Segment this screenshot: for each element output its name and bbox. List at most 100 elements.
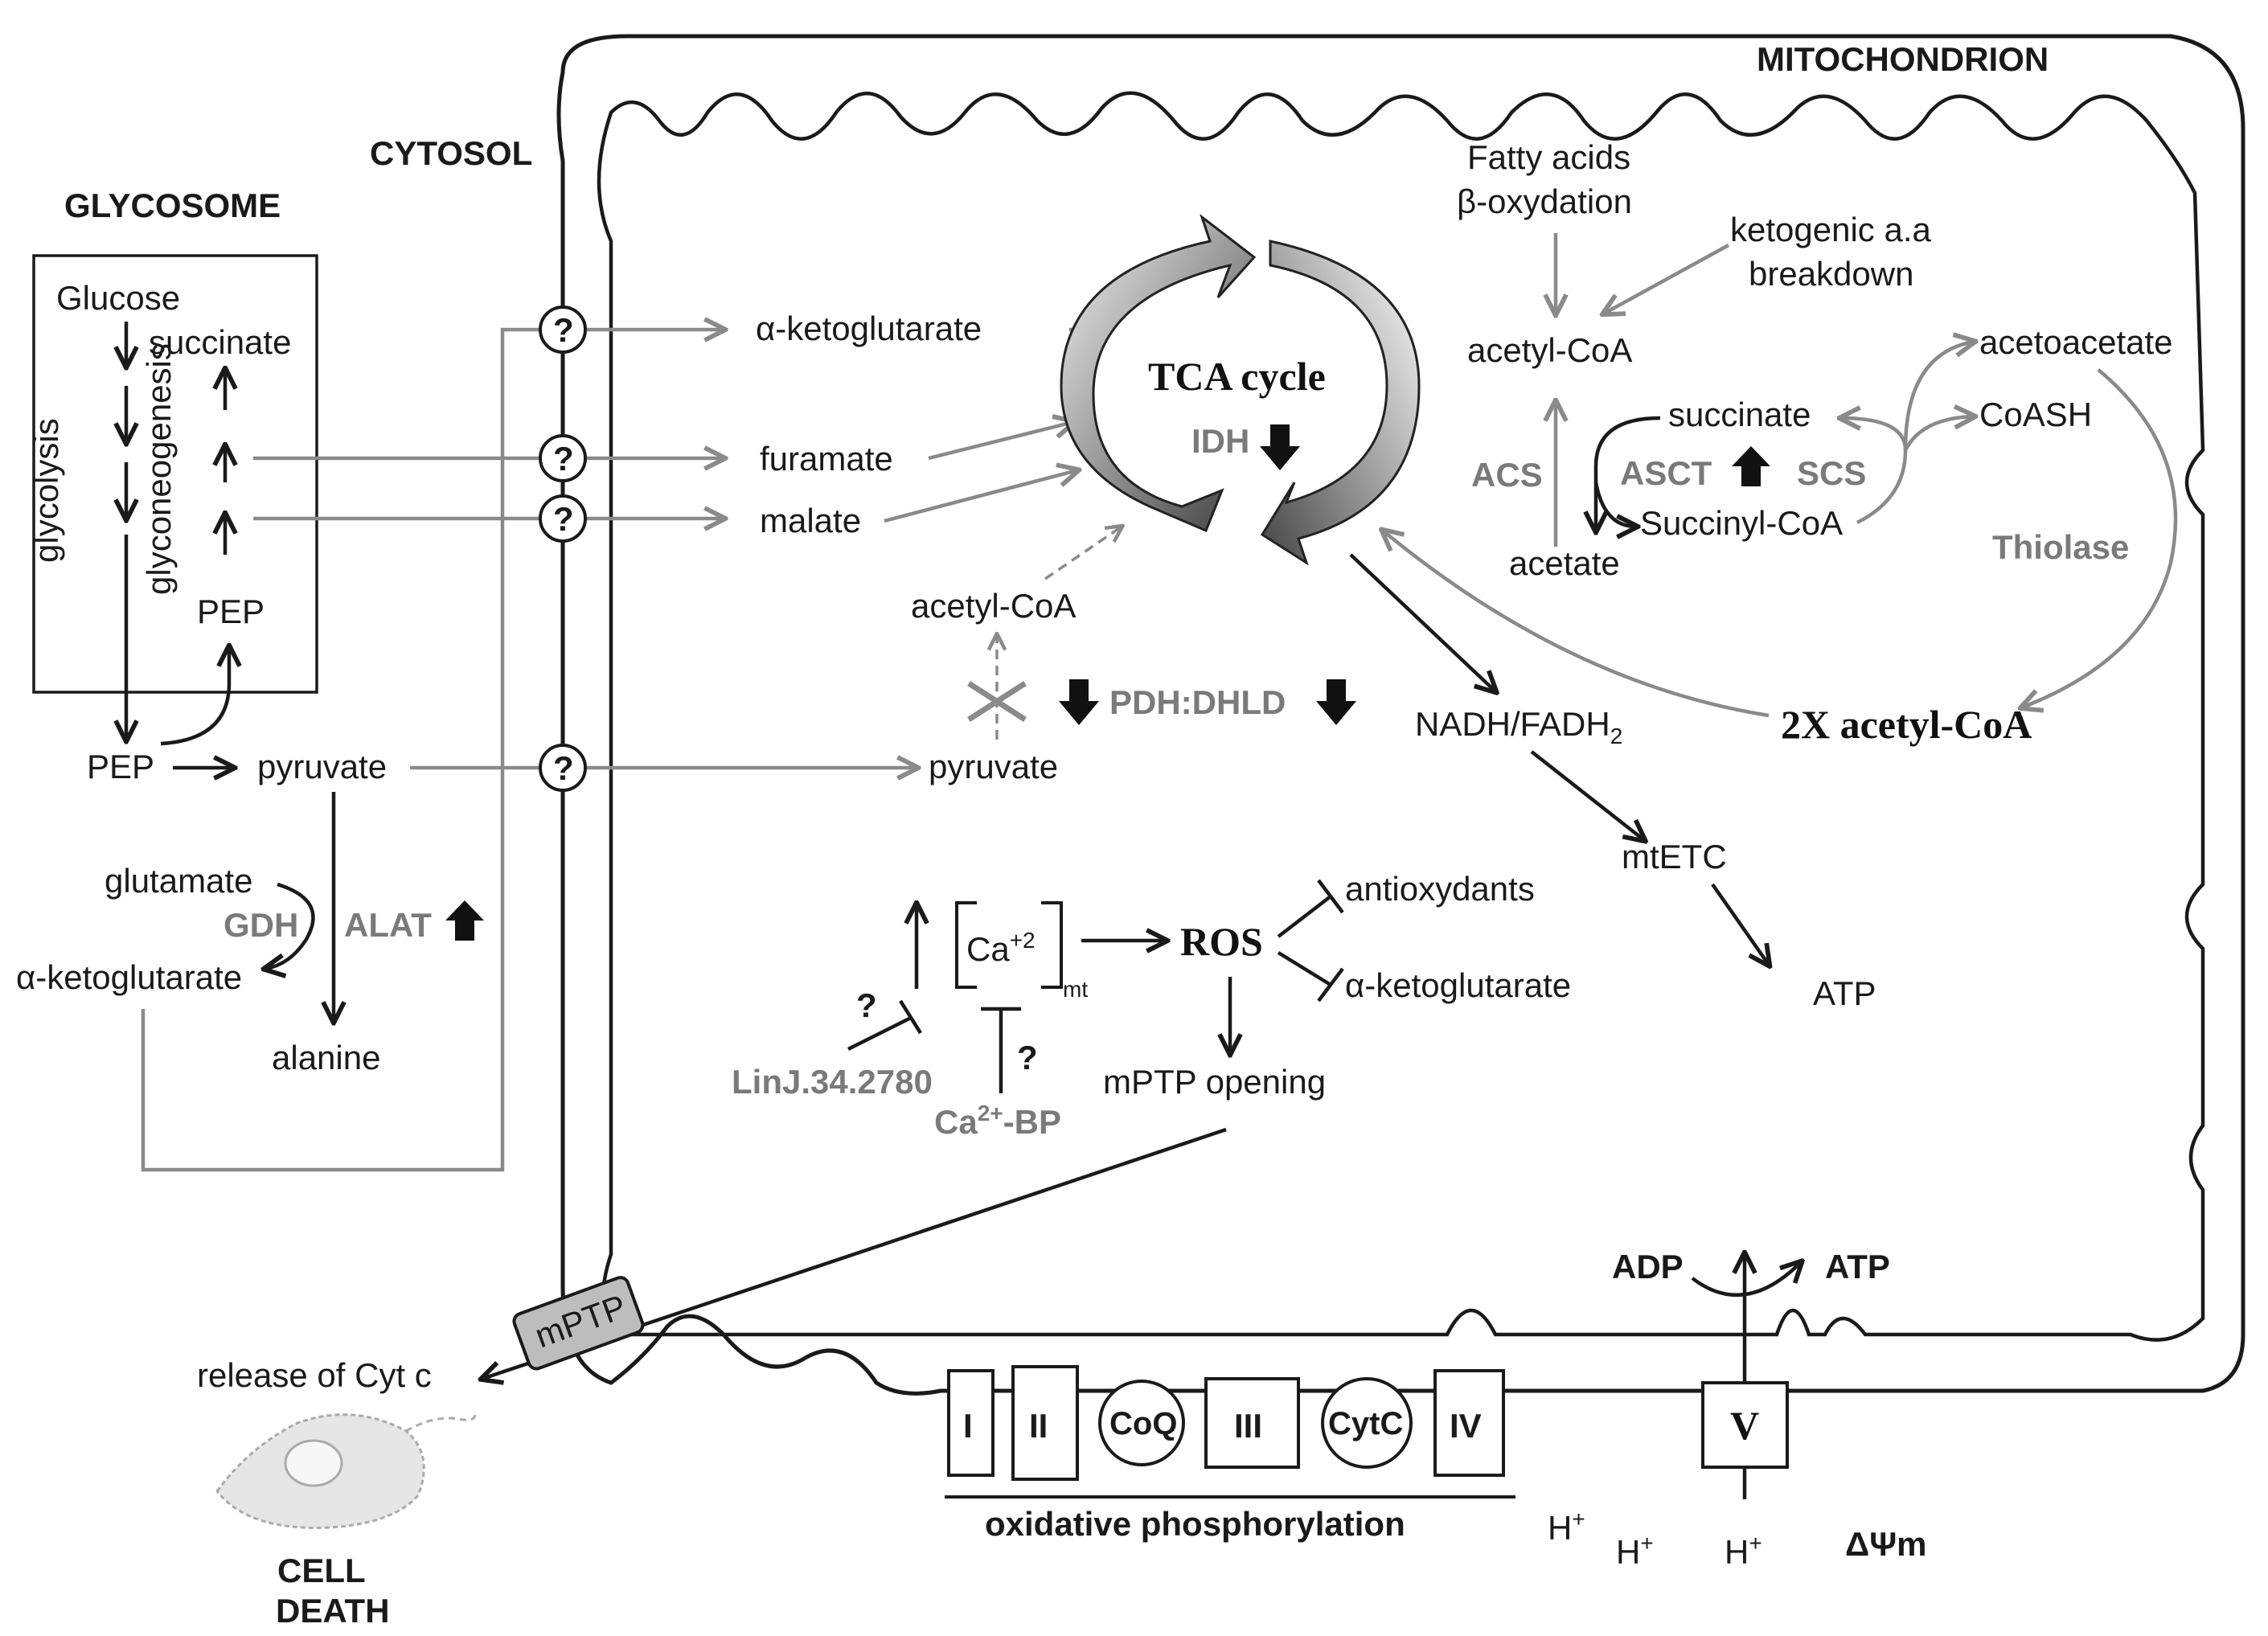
atp-v: ATP — [1825, 1248, 1890, 1285]
complex-I: I — [947, 1369, 995, 1477]
linj-inhibition — [847, 999, 922, 1052]
cell-death-2: DEATH — [276, 1592, 390, 1630]
cell-death-nucleus — [284, 1439, 343, 1487]
cell-death-flagellum — [405, 1410, 477, 1433]
tca-arc-right — [1260, 240, 1421, 566]
alat-up-arrow — [445, 900, 484, 941]
tca-label: TCA cycle — [1148, 354, 1326, 399]
pep-to-glycosome-arrow — [160, 647, 229, 746]
scs-to-coash — [1903, 416, 1974, 452]
nadh: NADH/FADH2 — [1415, 705, 1622, 748]
glycolysis-label: glycolysis — [27, 418, 65, 563]
ca-sub: mt — [1063, 977, 1088, 1002]
acetoacetate: acetoacetate — [1979, 323, 2173, 361]
linj-label: LinJ.34.2780 — [732, 1063, 933, 1101]
malate-to-tca — [884, 470, 1077, 523]
adp: ADP — [1612, 1248, 1684, 1285]
beta-oxidation: β-oxydation — [1457, 182, 1632, 220]
ca-bracket-right — [1041, 901, 1063, 989]
ros-label: ROS — [1180, 919, 1263, 964]
question-1: ? — [856, 986, 877, 1024]
gluconeogenesis-label: glyconeogenesis — [140, 343, 178, 595]
acs-label: ACS — [1471, 456, 1543, 494]
glutamate-to-akg-arrow — [265, 882, 315, 969]
svg-text:I: I — [963, 1407, 973, 1445]
svg-text:II: II — [1029, 1407, 1048, 1445]
inner-membrane — [597, 91, 2205, 1342]
scs-label: SCS — [1797, 454, 1866, 492]
tca-to-nadh — [1349, 553, 1495, 691]
mito-acetyl-coa-small: acetyl-CoA — [911, 587, 1076, 625]
svg-text:III: III — [1234, 1407, 1262, 1445]
transporter-pyruvate: ? — [539, 744, 587, 792]
glycosome-succinate: succinate — [149, 323, 291, 361]
svg-text:IV: IV — [1450, 1407, 1482, 1445]
svg-text:?: ? — [553, 311, 574, 349]
adp-to-atp — [1691, 1262, 1801, 1297]
idh-down-arrow — [1260, 424, 1300, 470]
ketogenic-2: breakdown — [1749, 255, 1913, 293]
svg-text:?: ? — [553, 749, 574, 787]
ketogenic-to-acetyl — [1604, 244, 1730, 314]
asct-reaction — [1596, 416, 1661, 531]
pdh-block-x — [967, 681, 1027, 722]
pdh-down-arrow-2 — [1316, 679, 1356, 725]
mito-fumarate: furamate — [760, 440, 893, 478]
cytc: CytC — [1321, 1377, 1413, 1469]
transporter-fumarate: ? — [539, 434, 587, 482]
complex-III: III — [1204, 1377, 1300, 1469]
glycosome-box — [32, 254, 318, 694]
ca-label: Ca+2 — [966, 928, 1036, 968]
succinyl-coa: Succinyl-CoA — [1640, 504, 1843, 542]
mptp-opening: mPTP opening — [1103, 1063, 1326, 1101]
mito-pyruvate: pyruvate — [929, 748, 1058, 785]
cytosol-alanine: alanine — [272, 1039, 380, 1076]
svg-text:V: V — [1730, 1403, 1759, 1448]
tca-arc-left — [1060, 213, 1257, 532]
cabp-label: Ca2+-BP — [934, 1101, 1061, 1141]
mtetc: mtETC — [1622, 838, 1727, 875]
h-plus-1: H+ — [1548, 1507, 1585, 1547]
h-plus-2: H+ — [1616, 1531, 1654, 1571]
mitochondrion-outline — [556, 34, 2245, 1396]
coq: CoQ — [1098, 1380, 1185, 1466]
coash: CoASH — [1979, 396, 2092, 433]
mitochondrion-label: MITOCHONDRION — [1757, 40, 2049, 78]
cell-death-1: CELL — [277, 1552, 366, 1589]
akg-inhibition — [1277, 951, 1344, 1003]
akg-export-line — [141, 327, 555, 1172]
svg-text:CytC: CytC — [1328, 1406, 1403, 1441]
fatty-acids: Fatty acids — [1467, 138, 1630, 176]
cytosol-alpha-kg: α-ketoglutarate — [16, 958, 242, 996]
mito-malate: malate — [760, 502, 861, 539]
mito-succinate: succinate — [1668, 396, 1811, 433]
ca-bracket-left — [955, 901, 977, 989]
cytosol-pyruvate: pyruvate — [257, 748, 387, 785]
cytosol-label: CYTOSOL — [370, 134, 532, 172]
mtetc-to-atp — [1711, 883, 1769, 965]
cabp-inhibition — [981, 1007, 1021, 1093]
asct-label: ASCT — [1620, 454, 1712, 492]
mito-alpha-kg: α-ketoglutarate — [756, 310, 982, 347]
mito-atp: ATP — [1813, 974, 1876, 1012]
scs-to-acetoacetate — [1903, 342, 1974, 451]
ketogenic-1: ketogenic a.a — [1730, 211, 1931, 248]
acetyl-2x-to-tca — [1383, 531, 1770, 718]
gdh-label: GDH — [224, 906, 298, 944]
svg-text:?: ? — [553, 500, 574, 538]
cytosol-glutamate: glutamate — [105, 862, 252, 900]
release-cyt-c: release of Cyt c — [197, 1356, 432, 1394]
asct-reaction-2 — [1593, 482, 1636, 527]
transporter-malate: ? — [539, 494, 587, 543]
nadh-to-mtetc — [1530, 750, 1644, 840]
pdh-down-arrow-1 — [1059, 679, 1099, 725]
antioxidants: antioxydants — [1345, 870, 1535, 908]
fumarate-to-tca — [928, 422, 1073, 461]
complex-V: V — [1701, 1381, 1789, 1469]
antioxidant-inhibition — [1277, 879, 1344, 938]
svg-text:CoQ: CoQ — [1109, 1406, 1177, 1441]
pdh-label: PDH:DHLD — [1109, 683, 1286, 721]
glucose: Glucose — [56, 279, 180, 317]
acetyl-coa-to-tca — [1044, 527, 1122, 580]
